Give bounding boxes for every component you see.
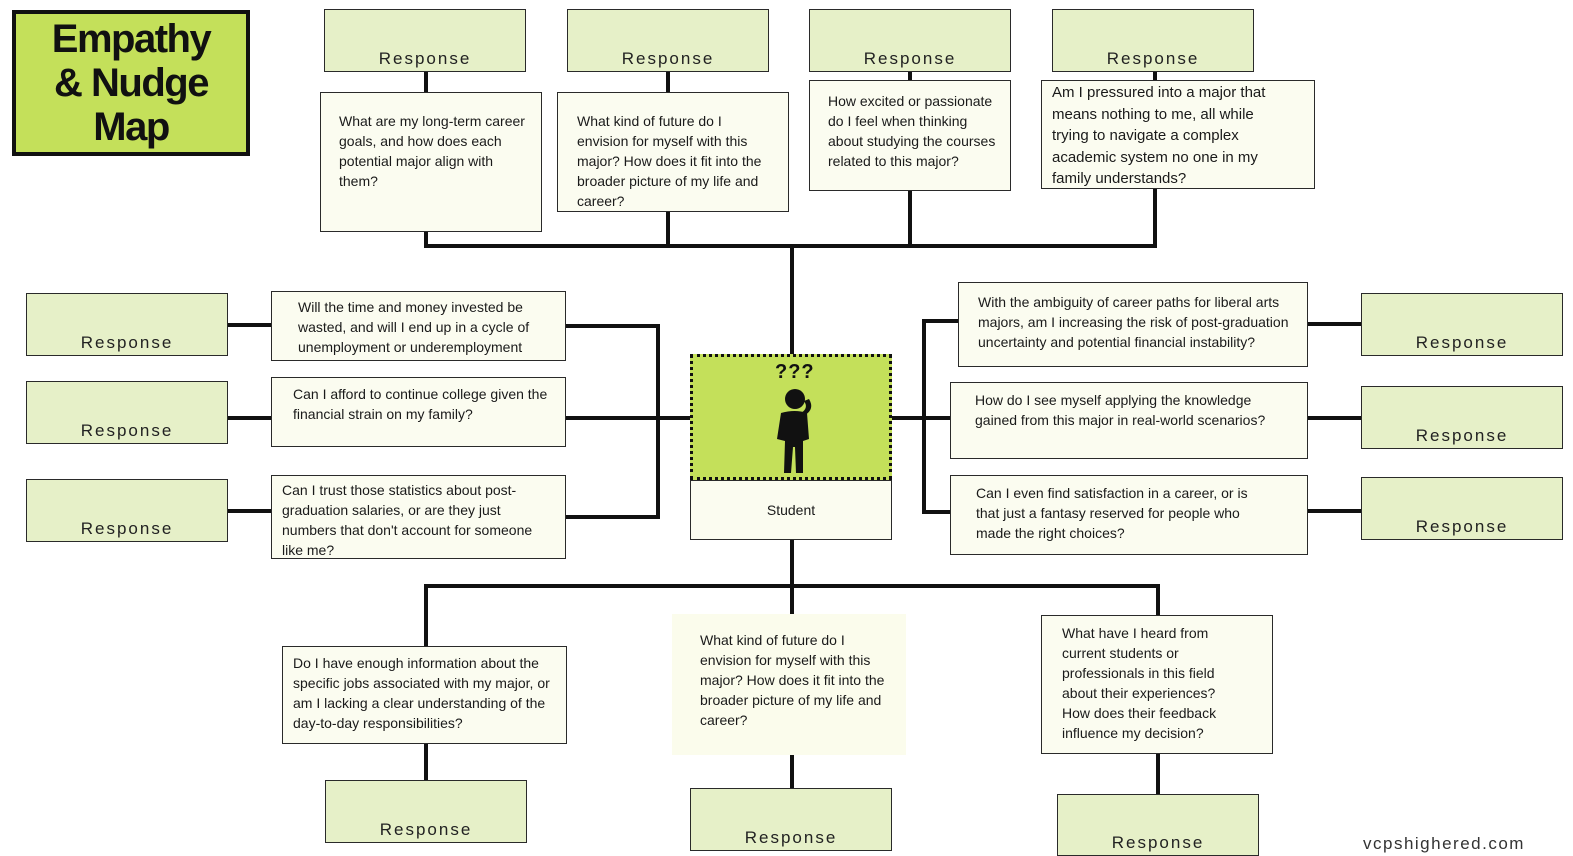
response-label: Response <box>1415 333 1509 352</box>
response-box-bottom-1[interactable]: Response <box>325 780 527 843</box>
response-label: Response <box>379 820 473 839</box>
question-bottom-1: Do I have enough information about the s… <box>282 646 567 744</box>
response-label: Response <box>80 519 174 538</box>
question-top-1: What are my long-term career goals, and … <box>320 92 542 232</box>
confused-person-icon <box>777 389 812 473</box>
response-box-top-2[interactable]: Response <box>567 9 769 72</box>
map-title: Empathy & Nudge Map <box>12 10 250 156</box>
question-right-3: Can I even find satisfaction in a career… <box>950 475 1308 555</box>
response-label: Response <box>80 421 174 440</box>
student-figure-box: ??? <box>690 354 892 480</box>
response-box-left-1[interactable]: Response <box>26 293 228 356</box>
response-box-bottom-2[interactable]: Response <box>690 788 892 851</box>
question-left-1: Will the time and money invested be wast… <box>271 291 566 361</box>
response-label: Response <box>378 49 472 68</box>
response-box-top-1[interactable]: Response <box>324 9 526 72</box>
question-right-1: With the ambiguity of career paths for l… <box>958 282 1308 367</box>
question-bottom-3: What have I heard from current students … <box>1041 615 1273 754</box>
response-box-right-3[interactable]: Response <box>1361 477 1563 540</box>
response-label: Response <box>80 333 174 352</box>
response-label: Response <box>863 49 957 68</box>
student-label: Student <box>690 480 892 540</box>
question-left-2: Can I afford to continue college given t… <box>271 377 566 447</box>
response-label: Response <box>1415 517 1509 536</box>
response-box-top-4[interactable]: Response <box>1052 9 1254 72</box>
question-left-3: Can I trust those statistics about post-… <box>271 475 566 559</box>
response-box-right-1[interactable]: Response <box>1361 293 1563 356</box>
response-label: Response <box>1111 833 1205 852</box>
response-label: Response <box>744 828 838 847</box>
response-box-top-3[interactable]: Response <box>809 9 1011 72</box>
response-box-right-2[interactable]: Response <box>1361 386 1563 449</box>
question-marks: ??? <box>775 361 815 383</box>
response-label: Response <box>1106 49 1200 68</box>
question-right-2: How do I see myself applying the knowled… <box>950 382 1308 459</box>
response-box-left-2[interactable]: Response <box>26 381 228 444</box>
question-bottom-2: What kind of future do I envision for my… <box>672 614 906 755</box>
question-top-4: Am I pressured into a major that means n… <box>1041 80 1315 189</box>
response-box-left-3[interactable]: Response <box>26 479 228 542</box>
question-top-3: How excited or passionate do I feel when… <box>809 80 1011 191</box>
question-top-2: What kind of future do I envision for my… <box>557 92 789 212</box>
response-label: Response <box>621 49 715 68</box>
response-box-bottom-3[interactable]: Response <box>1057 794 1259 856</box>
response-label: Response <box>1415 426 1509 445</box>
footer-url: vcpshighered.com <box>1363 834 1525 853</box>
